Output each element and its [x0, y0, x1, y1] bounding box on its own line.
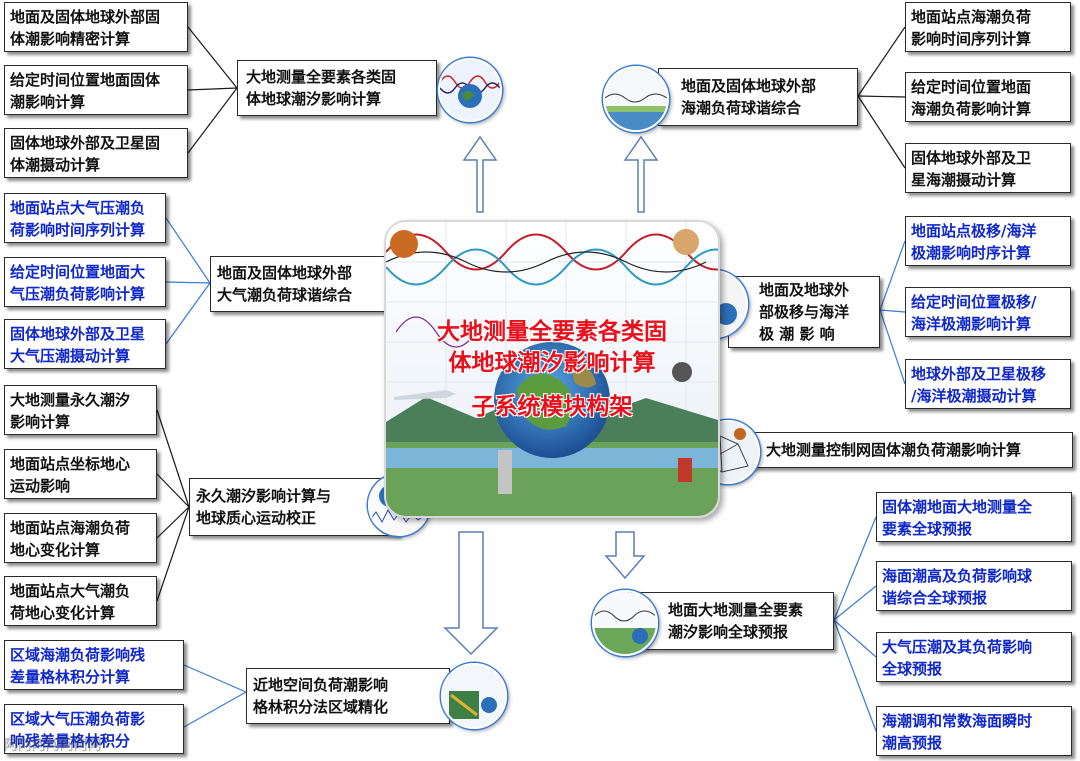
left-box-8: 地面站点坐标地心 运动影响 — [4, 449, 157, 499]
right-box-1: 地面站点海潮负荷 影响时间序列计算 — [905, 2, 1071, 52]
right-box-2: 给定时间位置地面 海潮负荷影响计算 — [905, 72, 1071, 122]
left-box-12: 区域大气压潮负荷影 响残差量格林积分 — [4, 704, 184, 754]
center-title-line-2: 体地球潮汐影响计算 — [448, 350, 656, 376]
arrow-up-right — [623, 135, 659, 213]
module-control-network: 大地测量控制网固体潮负荷潮影响计算 — [697, 432, 1073, 468]
left-box-4: 地面站点大气压潮负 荷影响时间序列计算 — [4, 193, 166, 243]
left-box-7: 大地测量永久潮汐 影响计算 — [4, 385, 157, 435]
module-ocean-tide-synthesis: 地面及固体地球外部 海潮负荷球谐综合 — [658, 68, 858, 126]
left-box-3: 固体地球外部及卫星固 体潮摄动计算 — [4, 128, 188, 178]
center-background — [386, 222, 718, 516]
module-green-integral: 近地空间负荷潮影响 格林积分法区域精化 — [246, 668, 450, 724]
module-control-network-label: 大地测量控制网固体潮负荷潮影响计算 — [766, 441, 1022, 459]
right-box-3: 固体地球外部及卫 星海潮摄动计算 — [905, 143, 1071, 193]
right-box-5: 给定时间位置极移/ 海洋极潮影响计算 — [905, 287, 1071, 337]
left-box-2: 给定时间位置地面固体 潮影响计算 — [4, 65, 188, 115]
right-box-6: 地球外部及卫星极移 /海洋极潮摄动计算 — [905, 359, 1071, 409]
left-box-10: 地面站点大气潮负 荷地心变化计算 — [4, 576, 157, 626]
ocean-tide-thumbnail — [603, 66, 669, 132]
left-box-1: 地面及固体地球外部固 体潮影响精密计算 — [4, 2, 188, 52]
right-box-9: 大气压潮及其负荷影响 全球预报 — [876, 632, 1072, 682]
left-box-11: 区域海潮负荷影响残 差量格林积分计算 — [4, 640, 184, 690]
arrow-up-left — [462, 135, 498, 213]
module-permanent-tide-label: 永久潮汐影响计算与 地球质心运动校正 — [196, 487, 332, 527]
global-forecast-thumbnail — [592, 590, 658, 656]
center-title-line-3: 子系统模块构架 — [471, 394, 633, 420]
left-box-9: 地面站点海潮负荷 地心变化计算 — [4, 513, 157, 563]
right-box-7: 固体潮地面大地测量全 要素全球预报 — [876, 492, 1072, 542]
module-green-integral-label: 近地空间负荷潮影响 格林积分法区域精化 — [253, 676, 389, 716]
arrow-down-bottom — [443, 531, 499, 656]
module-ocean-tide-synthesis-label: 地面及固体地球外部 海潮负荷球谐综合 — [681, 77, 817, 117]
right-box-10: 海潮调和常数海面瞬时 潮高预报 — [876, 706, 1072, 756]
watermark: 阿阿阿阿阿阿阿 — [4, 738, 102, 754]
left-box-5: 给定时间位置地面大 气压潮负荷影响计算 — [4, 257, 166, 307]
right-box-4: 地面站点极移/海洋 极潮影响时序计算 — [905, 216, 1071, 266]
module-polar-tide-label: 地面及地球外 部极移与海洋 极 潮 影 响 — [759, 281, 850, 343]
globe-wave-thumbnail — [438, 58, 502, 122]
module-global-forecast-label: 地面大地测量全要素 潮汐影响全球预报 — [668, 601, 804, 641]
center-illustration: 大地测量全要素各类固 体地球潮汐影响计算 子系统模块构架 — [384, 220, 720, 518]
module-global-forecast: 地面大地测量全要素 潮汐影响全球预报 — [627, 592, 834, 650]
module-permanent-tide: 永久潮汐影响计算与 地球质心运动校正 — [189, 478, 399, 536]
center-title-line-1: 大地测量全要素各类固 — [437, 319, 667, 345]
left-box-6: 固体地球外部及卫星 大气压潮摄动计算 — [4, 319, 166, 369]
arrow-down-right — [604, 531, 646, 580]
module-solid-tide: 大地测量全要素各类固 体地球潮汐影响计算 — [237, 60, 437, 116]
module-solid-tide-label: 大地测量全要素各类固 体地球潮汐影响计算 — [246, 68, 397, 108]
module-atmos-tide-synthesis: 地面及固体地球外部 大气潮负荷球谐综合 — [210, 256, 406, 312]
module-atmos-tide-synthesis-label: 地面及固体地球外部 大气潮负荷球谐综合 — [217, 264, 353, 304]
green-integral-thumbnail — [441, 663, 507, 729]
module-polar-tide: 地面及地球外 部极移与海洋 极 潮 影 响 — [728, 276, 880, 348]
right-box-8: 海面潮高及负荷影响球 谐综合全球预报 — [876, 561, 1072, 611]
